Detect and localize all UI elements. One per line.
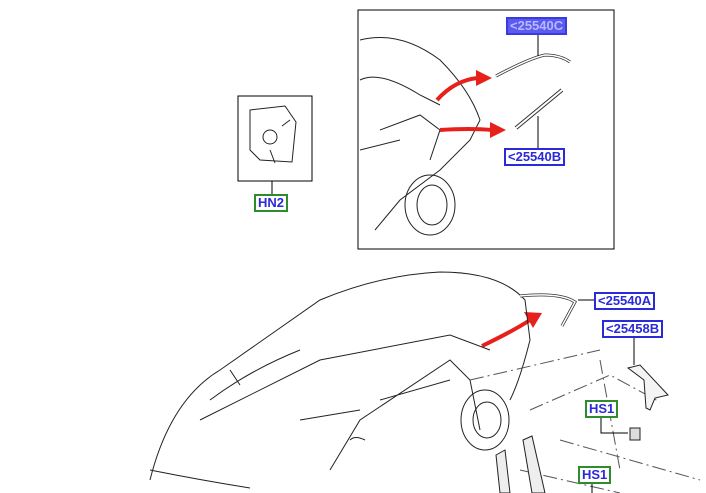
callout-hs1[interactable]: HS1 [585,400,619,418]
hs1-fastener [629,427,641,441]
callout-25458b[interactable]: <25458B [602,320,664,338]
main-wheel [460,389,510,451]
callout-25540c[interactable]: <25540C [506,17,568,35]
pillar-trims [495,435,546,493]
main-car-drawing [149,271,531,489]
hn2-clip-drawing [249,105,297,164]
callout-hs1-lower[interactable]: HS1 [578,466,612,484]
callout-25540b[interactable]: <25540B [504,148,566,166]
inset-car-drawing [359,37,481,231]
callout-hn2[interactable]: HN2 [254,194,289,212]
hn2-clip-hole [262,129,278,145]
rear-window-inset-frame [357,9,615,250]
red-arrows [435,70,542,348]
inset-wheel [404,174,456,236]
projection-lines [469,349,701,493]
hn2-inset-frame [237,95,313,182]
trim-25458b [626,364,669,411]
callout-25540a[interactable]: <25540A [594,292,656,310]
